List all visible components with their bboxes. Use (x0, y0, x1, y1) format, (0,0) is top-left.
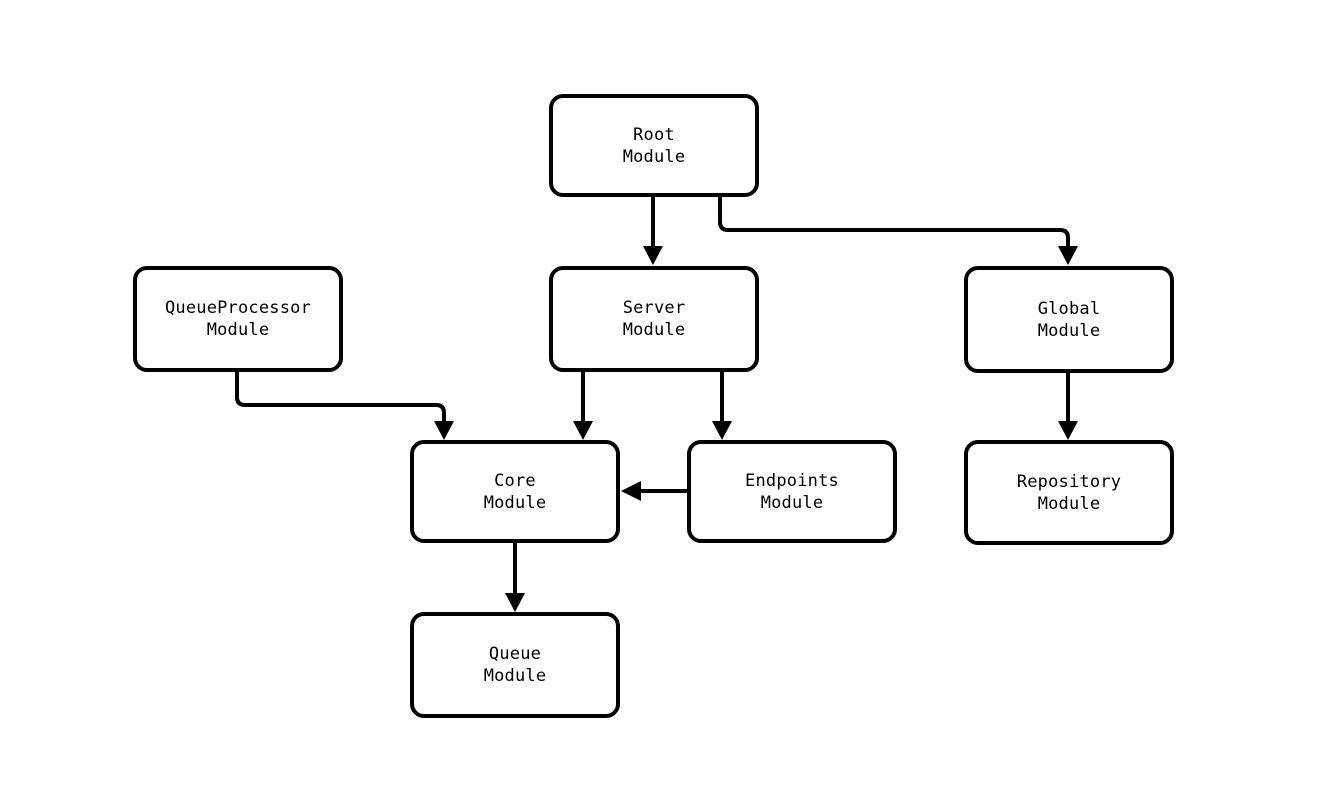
node-global-module[interactable]: Global Module (964, 266, 1174, 373)
node-repository-module-name: Repository (1016, 471, 1122, 492)
node-endpoints-module[interactable]: Endpoints Module (687, 440, 897, 543)
node-root-module-suffix: Module (622, 146, 686, 167)
node-root-module-name: Root (633, 124, 675, 145)
edge-server-endpoints (712, 372, 732, 440)
node-queue-module[interactable]: Queue Module (410, 612, 620, 718)
node-server-module-suffix: Module (622, 320, 686, 340)
node-root-module[interactable]: Root Module (549, 94, 759, 197)
node-endpoints-module-name: Endpoints (745, 470, 839, 491)
node-core-module-suffix: Module (483, 492, 547, 513)
node-global-module-name: Global (1037, 298, 1101, 319)
node-server-module[interactable]: Server Module (549, 266, 759, 372)
edge-global-repository (1058, 373, 1078, 440)
node-server-module-name: Server (622, 298, 686, 318)
node-repository-module-suffix: Module (1037, 493, 1101, 514)
edge-core-queue (505, 543, 525, 612)
node-global-module-suffix: Module (1037, 320, 1101, 341)
node-queueprocessor-module-suffix: Module (206, 320, 270, 340)
edge-queueprocessor-core (235, 372, 454, 440)
node-core-module-name: Core (494, 470, 536, 491)
node-queueprocessor-module[interactable]: QueueProcessor Module (133, 266, 343, 372)
node-queueprocessor-module-name: QueueProcessor (164, 298, 312, 318)
node-endpoints-module-suffix: Module (760, 492, 824, 513)
node-repository-module[interactable]: Repository Module (964, 440, 1174, 545)
node-queue-module-suffix: Module (483, 666, 547, 686)
edge-root-server (643, 197, 663, 265)
edge-root-global (718, 197, 1078, 265)
edge-server-core (573, 372, 593, 440)
node-queue-module-name: Queue (488, 644, 542, 664)
node-core-module[interactable]: Core Module (410, 440, 620, 543)
edge-endpoints-core (621, 481, 687, 501)
